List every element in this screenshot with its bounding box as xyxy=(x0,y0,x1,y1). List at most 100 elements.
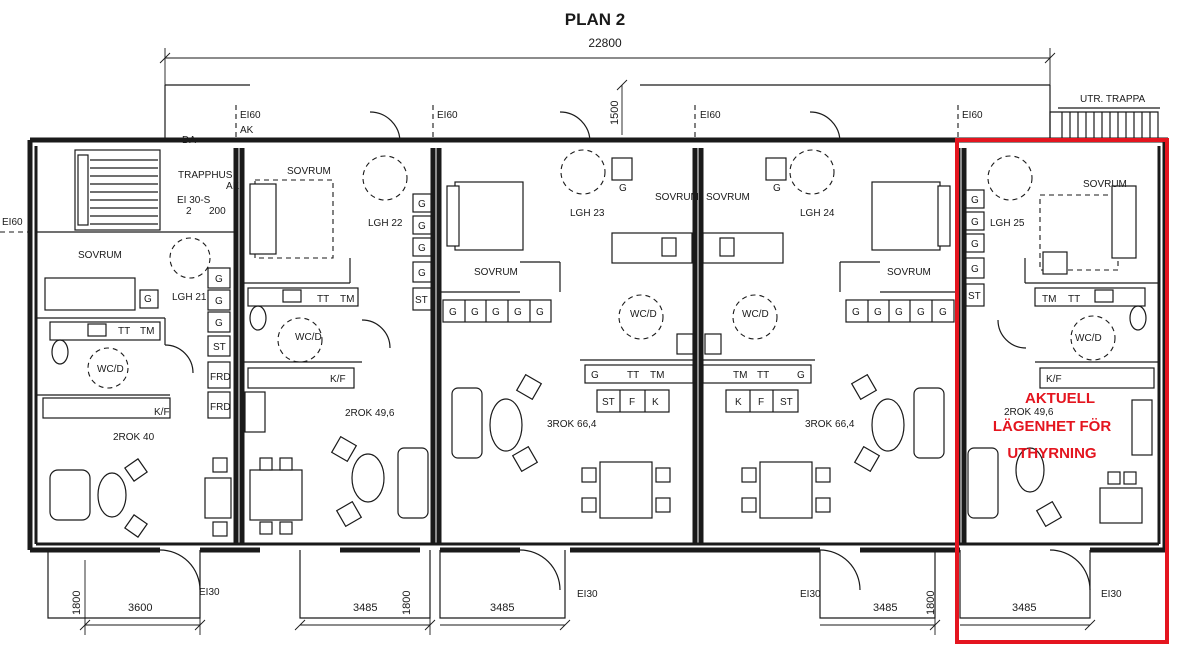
lgh22-id: LGH 22 xyxy=(368,218,403,229)
lgh24-f: F xyxy=(758,397,764,408)
lgh21-st: ST xyxy=(213,342,226,353)
lgh22-kf: K/F xyxy=(330,374,346,385)
lgh25-st: ST xyxy=(968,291,981,302)
ei60-4: EI60 xyxy=(962,110,983,121)
lgh24-g4: G xyxy=(917,307,925,318)
lgh21-g3: G xyxy=(215,318,223,329)
lgh24-g-top: G xyxy=(773,183,781,194)
lgh25-area: 2ROK 49,6 xyxy=(1004,407,1054,418)
stairwell-code-b: 200 xyxy=(209,206,226,217)
dim-3485-a: 3485 xyxy=(353,602,377,614)
lgh24-tt: TT xyxy=(757,370,769,381)
highlight-line-1: AKTUELL xyxy=(1025,390,1095,407)
lgh22-g3: G xyxy=(418,243,426,254)
lgh21-area: 2ROK 40 xyxy=(113,432,155,443)
unit-lgh-21 xyxy=(36,237,232,591)
ak-label-top: AK xyxy=(240,125,254,136)
lgh23-g5: G xyxy=(536,307,544,318)
outside-stair-label: UTR. TRAPPA xyxy=(1080,94,1146,105)
unit-lgh-22 xyxy=(242,111,432,535)
ei60-1: EI60 xyxy=(240,110,261,121)
lgh24-bedroom-a: SOVRUM xyxy=(887,267,931,278)
dim-3485-b: 3485 xyxy=(490,602,514,614)
lgh24-g5: G xyxy=(939,307,947,318)
lgh22-wc-label: WC/D xyxy=(295,332,322,343)
lgh23-g-top: G xyxy=(619,183,627,194)
ei60-2: EI60 xyxy=(437,110,458,121)
lgh23-g4: G xyxy=(514,307,522,318)
da-label: DA xyxy=(182,135,196,146)
lgh21-wc-label: WC/D xyxy=(97,364,124,375)
stairwell xyxy=(36,149,236,233)
ak-label-stairwell: AK xyxy=(226,181,240,192)
lgh25-g2: G xyxy=(971,217,979,228)
stairwell-code-a: 2 xyxy=(186,206,192,217)
lgh23-tm: TM xyxy=(650,370,664,381)
ei30-1: EI30 xyxy=(199,587,220,598)
ei30-2: EI30 xyxy=(577,589,598,600)
dim-3600: 3600 xyxy=(128,602,152,614)
ei60-3: EI60 xyxy=(700,110,721,121)
lgh23-id: LGH 23 xyxy=(570,208,605,219)
lgh23-g-kitchen: G xyxy=(591,370,599,381)
dim-3485-d: 3485 xyxy=(1012,602,1036,614)
lgh22-area: 2ROK 49,6 xyxy=(345,408,395,419)
lgh24-g-kitchen: G xyxy=(797,370,805,381)
lgh25-g1: G xyxy=(971,195,979,206)
lgh23-wc-label: WC/D xyxy=(630,309,657,320)
highlight-line-3: UTHYRNING xyxy=(1007,445,1096,462)
lgh21-kf: K/F xyxy=(154,407,170,418)
outside-stair xyxy=(1049,107,1160,141)
lgh21-bedroom-label: SOVRUM xyxy=(78,250,122,261)
lgh25-tt: TT xyxy=(1068,294,1080,305)
lgh22-bedroom-label: SOVRUM xyxy=(287,166,331,177)
bottom-dimension-lines xyxy=(79,560,1096,635)
unit-lgh-24 xyxy=(701,111,958,591)
lgh21-frd1: FRD xyxy=(210,372,231,383)
lgh25-g4: G xyxy=(971,264,979,275)
stairwell-name: TRAPPHUS xyxy=(178,170,233,181)
lgh23-bedroom-b: SOVRUM xyxy=(655,192,699,203)
lgh23-bedroom-a: SOVRUM xyxy=(474,267,518,278)
lgh22-tt: TT xyxy=(317,294,329,305)
lgh23-g2: G xyxy=(471,307,479,318)
lgh21-g: G xyxy=(144,294,152,305)
ei30-4: EI30 xyxy=(1101,589,1122,600)
lgh22-g1: G xyxy=(418,199,426,210)
lgh24-g1: G xyxy=(852,307,860,318)
corridor-outline xyxy=(164,84,1051,140)
lgh22-tm: TM xyxy=(340,294,354,305)
lgh21-id: LGH 21 xyxy=(172,292,207,303)
lgh25-tm: TM xyxy=(1042,294,1056,305)
lgh21-g1: G xyxy=(215,274,223,285)
lgh24-id: LGH 24 xyxy=(800,208,835,219)
lgh21-frd2: FRD xyxy=(210,402,231,413)
lgh23-g3: G xyxy=(492,307,500,318)
lgh24-g3: G xyxy=(895,307,903,318)
ei60-left: EI60 xyxy=(2,217,23,228)
dim-3485-c: 3485 xyxy=(873,602,897,614)
lgh24-bedroom-b: SOVRUM xyxy=(706,192,750,203)
lgh22-g4: G xyxy=(418,268,426,279)
lgh23-st: ST xyxy=(602,397,615,408)
lgh25-bedroom-label: SOVRUM xyxy=(1083,179,1127,190)
lgh21-tm: TM xyxy=(140,326,154,337)
stairwell-class: EI 30-S xyxy=(177,195,211,206)
overall-dimension-label: 22800 xyxy=(588,36,622,50)
lgh24-area: 3ROK 66,4 xyxy=(805,419,855,430)
lgh24-wc-label: WC/D xyxy=(742,309,769,320)
lgh24-tm: TM xyxy=(733,370,747,381)
ei30-3: EI30 xyxy=(800,589,821,600)
lgh25-g3: G xyxy=(971,239,979,250)
stair-depth-label: 1500 xyxy=(609,101,621,125)
highlight-frame xyxy=(955,138,1169,644)
unit-lgh-25 xyxy=(965,155,1159,591)
lgh23-g1: G xyxy=(449,307,457,318)
unit-lgh-23 xyxy=(439,111,695,591)
lgh24-g2: G xyxy=(874,307,882,318)
plan-title: PLAN 2 xyxy=(565,10,625,29)
lgh22-st: ST xyxy=(415,295,428,306)
lgh25-kf: K/F xyxy=(1046,374,1062,385)
lgh22-g2: G xyxy=(418,221,426,232)
